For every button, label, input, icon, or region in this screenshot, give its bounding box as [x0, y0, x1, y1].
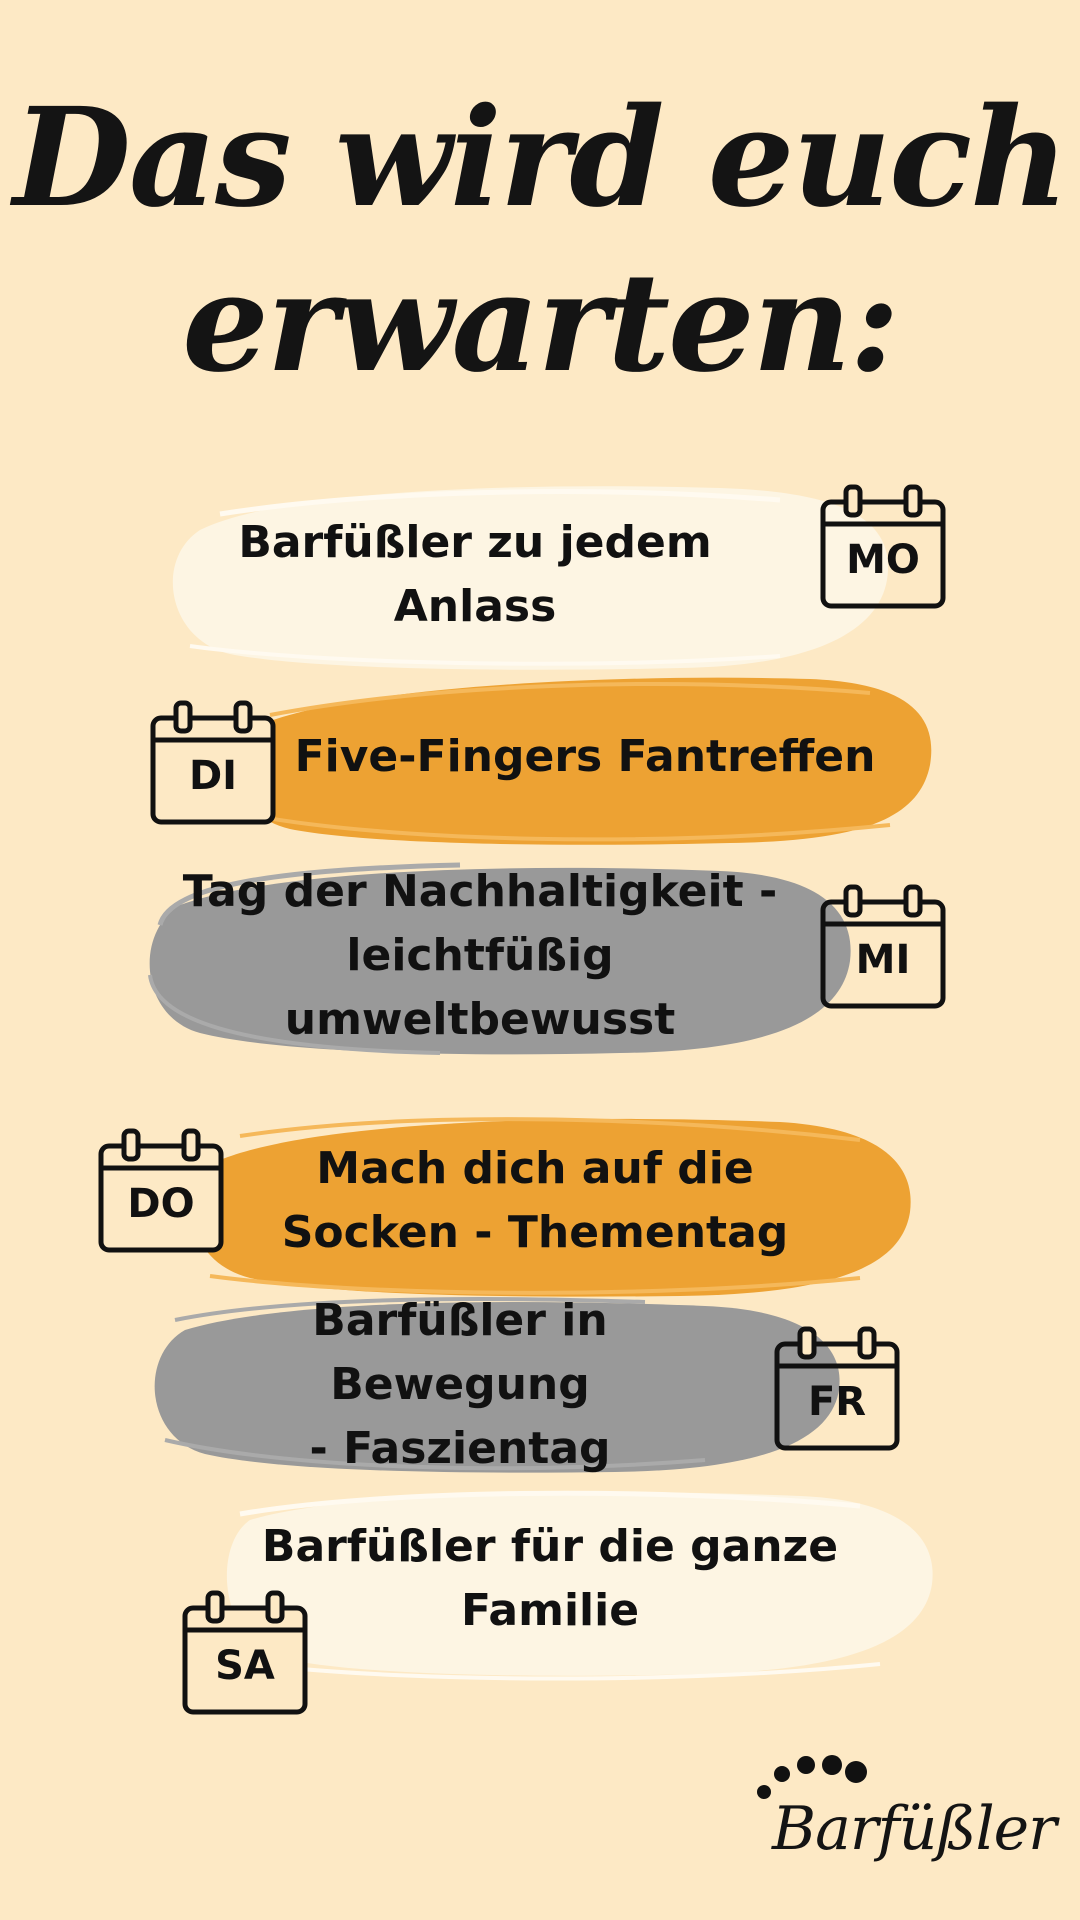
- event-tuesday: Five-Fingers Fantreffen: [230, 665, 935, 855]
- event-title-line-2: Familie: [460, 1585, 640, 1636]
- calendar-icon-graphic: [182, 1590, 308, 1715]
- brand-logo: Barfüßler: [752, 1752, 1057, 1882]
- event-title-line-2: - Faszientag: [309, 1423, 611, 1474]
- event-title-line-1: Barfüßler zu jedem: [238, 517, 712, 568]
- event-title: Barfüßler in Bewegung - Faszientag: [185, 1295, 735, 1474]
- calendar-icon: DO: [98, 1128, 224, 1254]
- calendar-icon-graphic: [820, 484, 946, 609]
- calendar-icon-graphic: [820, 884, 946, 1009]
- calendar-icon-graphic: [150, 700, 276, 825]
- calendar-icon: SA: [182, 1590, 308, 1716]
- brush-stroke-cream: [172, 486, 889, 670]
- calendar-icon-graphic: [98, 1128, 224, 1253]
- event-title: Tag der Nachhaltigkeit - leichtfüßig umw…: [170, 866, 790, 1045]
- day-label: DO: [127, 1181, 195, 1227]
- event-monday: Barfüßler zu jedem Anlass: [160, 470, 900, 680]
- headline-line-1: Das wird euch: [13, 78, 1069, 238]
- event-title-line-2: leichtfüßig umweltbewusst: [284, 930, 676, 1045]
- calendar-icon: DI: [150, 700, 276, 826]
- event-thursday: Mach dich auf die Socken - Thementag: [180, 1100, 920, 1305]
- calendar-icon: FR: [774, 1326, 900, 1452]
- headline-line-2: erwarten:: [182, 243, 899, 403]
- event-saturday: Barfüßler für die ganze Familie: [220, 1480, 940, 1685]
- day-label: MO: [846, 537, 920, 583]
- brush-stroke-orange: [192, 1117, 911, 1297]
- event-friday: Barfüßler in Bewegung - Faszientag: [145, 1290, 850, 1480]
- event-title: Barfüßler zu jedem Anlass: [230, 510, 720, 640]
- brush-stroke-cream: [226, 1490, 933, 1681]
- event-title-line-1: Mach dich auf die: [316, 1143, 754, 1194]
- brush-stroke-gray: [148, 862, 851, 1055]
- paw-print-icon: [757, 1755, 867, 1799]
- event-title-line-1: Five-Fingers Fantreffen: [294, 731, 876, 782]
- calendar-icon: MI: [820, 884, 946, 1010]
- event-title-line-1: Tag der Nachhaltigkeit -: [182, 866, 778, 917]
- event-title: Barfüßler für die ganze Familie: [260, 1514, 840, 1644]
- event-title-line-1: Barfüßler in Bewegung: [312, 1295, 608, 1410]
- event-title: Mach dich auf die Socken - Thementag: [240, 1136, 830, 1266]
- brush-stroke-orange: [236, 677, 932, 845]
- brand-name: Barfüßler: [772, 1794, 1057, 1864]
- calendar-icon-graphic: [774, 1326, 900, 1451]
- event-title-line-2: Socken - Thementag: [281, 1207, 789, 1258]
- event-title-line-1: Barfüßler für die ganze: [261, 1521, 839, 1572]
- event-title-line-2: Anlass: [393, 581, 557, 632]
- day-label: FR: [807, 1379, 867, 1425]
- day-label: MI: [855, 937, 911, 983]
- day-label: DI: [188, 753, 238, 799]
- day-label: SA: [215, 1643, 275, 1689]
- event-wednesday: Tag der Nachhaltigkeit - leichtfüßig umw…: [140, 855, 860, 1060]
- event-title: Five-Fingers Fantreffen: [270, 717, 900, 797]
- calendar-icon: MO: [820, 484, 946, 610]
- brush-stroke-gray: [154, 1297, 840, 1473]
